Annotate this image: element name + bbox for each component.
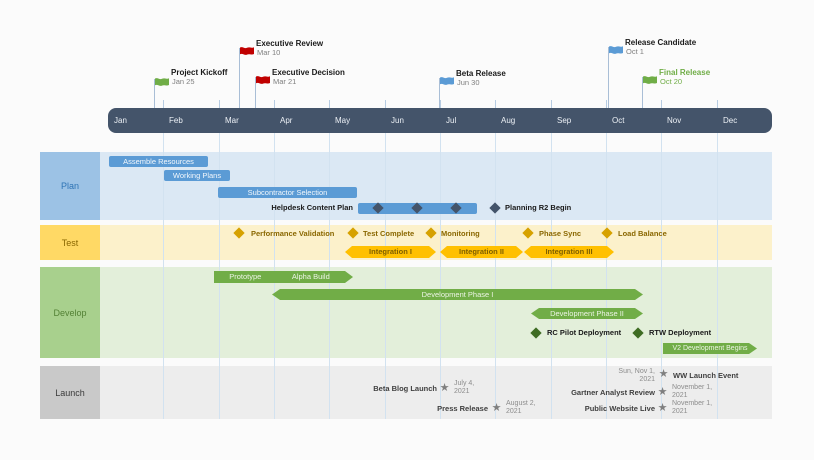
milestone-label-load-balance: Load Balance [618, 229, 667, 238]
flag-icon[interactable] [240, 46, 254, 57]
month-label: May [335, 116, 351, 125]
milestone-label-test-complete: Test Complete [363, 229, 415, 238]
task-bar-integration-3[interactable]: Integration III [524, 246, 614, 258]
month-tick [495, 100, 496, 108]
launch-label-gartner-analyst-review: Gartner Analyst Review [571, 388, 655, 397]
task-bar-development-phase-2[interactable]: Development Phase II [531, 308, 643, 319]
milestone-date: Jun 30 [457, 78, 480, 87]
task-bar-prototype-alpha-build[interactable]: Prototype Alpha Build [214, 271, 353, 283]
milestone-label-rtw: RTW Deployment [649, 328, 712, 337]
flag-icon[interactable] [643, 75, 657, 86]
timeline-band [108, 108, 772, 133]
flag-icon[interactable] [155, 77, 169, 88]
launch-label-public-website-live: Public Website Live [584, 404, 655, 413]
flag-icon[interactable] [440, 76, 454, 87]
month-gridline [440, 133, 441, 419]
milestone-label-planning-r2: Planning R2 Begin [505, 203, 572, 212]
task-bar-assemble-resources[interactable]: Assemble Resources [109, 156, 208, 167]
month-label: Feb [169, 116, 183, 125]
milestone-pole [642, 77, 643, 108]
milestone-pole [608, 47, 609, 108]
task-bar-working-plans[interactable]: Working Plans [164, 170, 230, 181]
month-gridline [163, 133, 164, 419]
month-tick [661, 100, 662, 108]
milestone-title: Executive Decision [272, 68, 345, 77]
milestone-date: Jan 25 [172, 77, 195, 86]
milestone-date: Oct 1 [626, 47, 644, 56]
task-segment-alpha-build: Alpha Build [291, 272, 330, 281]
month-gridline [606, 133, 607, 419]
milestone-title: Beta Release [456, 69, 506, 78]
launch-lane-background [40, 366, 772, 419]
milestone-pole [154, 79, 155, 108]
milestone-label-performance-validation: Performance Validation [251, 229, 335, 238]
flag-icon[interactable] [256, 75, 270, 86]
launch-date-ww-launch-event: Sun, Nov 1, 2021 [618, 368, 655, 384]
milestone-pole [255, 77, 256, 108]
launch-date-press-release: August 2, 2021 [506, 400, 536, 416]
milestone-title: Project Kickoff [171, 68, 228, 77]
task-bar-v2-development-begins[interactable]: V2 Development Begins [663, 343, 757, 354]
month-gridline [385, 133, 386, 419]
milestone-title: Executive Review [256, 39, 324, 48]
launch-date-public-website-live: November 1, 2021 [672, 400, 713, 416]
lane-label-test[interactable]: Test [40, 225, 100, 260]
milestone-title: Final Release [659, 68, 711, 77]
month-label: Apr [280, 116, 293, 125]
month-label: Mar [225, 116, 239, 125]
milestone-title: Release Candidate [625, 38, 697, 47]
month-tick [163, 100, 164, 108]
task-bar-integration-2[interactable]: Integration II [440, 246, 523, 258]
month-tick [606, 100, 607, 108]
launch-date-beta-blog-launch: July 4, 2021 [454, 380, 475, 396]
month-tick [717, 100, 718, 108]
milestone-pole [439, 78, 440, 108]
month-tick [440, 100, 441, 108]
launch-date-gartner-analyst-review: November 1, 2021 [672, 384, 713, 400]
develop-lane-background [40, 267, 772, 358]
month-label: Dec [723, 116, 738, 125]
month-gridline [495, 133, 496, 419]
task-bar-subcontractor-selection[interactable]: Subcontractor Selection [218, 187, 357, 198]
month-label: Jan [114, 116, 127, 125]
task-bar-development-phase-1[interactable]: Development Phase I [272, 289, 643, 300]
launch-label-press-release: Press Release [437, 404, 488, 413]
month-label: Sep [557, 116, 572, 125]
month-tick [219, 100, 220, 108]
month-gridline [551, 133, 552, 419]
milestone-date: Mar 21 [273, 77, 297, 86]
milestone-date: Oct 20 [660, 77, 683, 86]
launch-label-ww-launch-event: WW Launch Event [673, 371, 739, 380]
task-segment-prototype: Prototype [229, 272, 262, 281]
launch-label-beta-blog-launch: Beta Blog Launch [373, 384, 437, 393]
lane-label-launch[interactable]: Launch [40, 366, 100, 419]
task-label-helpdesk-content-plan: Helpdesk Content Plan [271, 203, 353, 212]
star-icon-ww-launch-event[interactable]: ★ [658, 368, 669, 380]
milestone-label-rc-pilot: RC Pilot Deployment [547, 328, 622, 337]
lane-label-develop[interactable]: Develop [40, 267, 100, 358]
milestone-date: Mar 10 [257, 48, 281, 57]
star-icon-press-release[interactable]: ★ [491, 402, 502, 414]
month-label: Oct [612, 116, 625, 125]
star-icon-beta-blog-launch[interactable]: ★ [439, 382, 450, 394]
month-label: Jun [391, 116, 404, 125]
month-label: Nov [667, 116, 682, 125]
task-bar-integration-1[interactable]: Integration I [345, 246, 436, 258]
milestone-label-phase-sync: Phase Sync [539, 229, 582, 238]
star-icon-gartner-analyst-review[interactable]: ★ [657, 386, 668, 398]
month-tick [551, 100, 552, 108]
month-gridline [661, 133, 662, 419]
month-gridline [717, 133, 718, 419]
month-label: Jul [446, 116, 457, 125]
month-tick [385, 100, 386, 108]
milestone-pole [239, 48, 240, 108]
month-label: Aug [501, 116, 516, 125]
milestone-label-monitoring: Monitoring [441, 229, 480, 238]
flag-icon[interactable] [609, 45, 623, 56]
month-tick [274, 100, 275, 108]
star-icon-public-website-live[interactable]: ★ [657, 402, 668, 414]
month-tick [329, 100, 330, 108]
lane-label-plan[interactable]: Plan [40, 152, 100, 220]
